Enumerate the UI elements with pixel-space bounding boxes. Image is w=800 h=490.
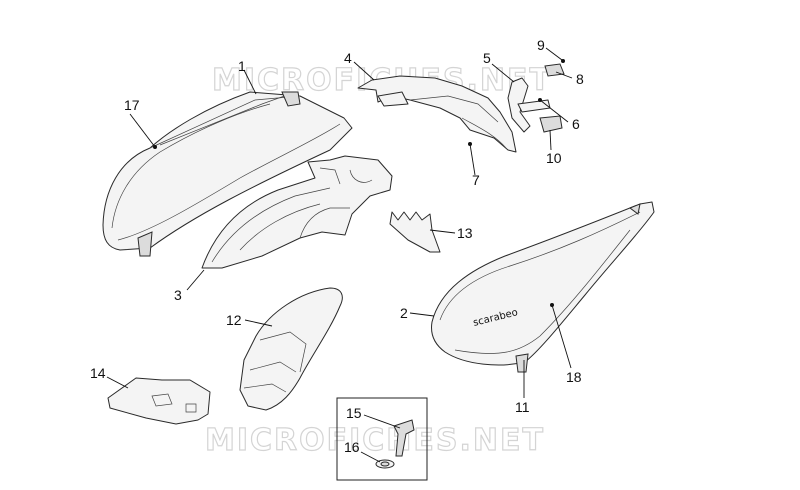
inset-box [336,397,428,481]
callout-2: 2 [400,305,408,321]
leader-lines [106,47,573,463]
callout-1: 1 [238,58,246,74]
callout-5: 5 [483,50,491,66]
right-side-cover: scarabeo [431,201,655,373]
gasket-mat [107,377,211,425]
callout-11: 11 [515,399,530,415]
callout-6: 6 [572,116,580,132]
underseat-inner-panel [201,155,393,269]
callout-16: 16 [344,439,360,455]
callout-12: 12 [226,312,242,328]
callout-18: 18 [566,369,582,385]
callout-9: 9 [537,37,545,53]
callout-3: 3 [174,287,182,303]
callout-10: 10 [546,150,562,166]
rear-tail-piece [357,75,517,153]
callout-15: 15 [346,405,362,421]
callout-13: 13 [457,225,473,241]
small-bracket [389,211,441,253]
callout-14: 14 [90,365,106,381]
left-side-cover [102,91,353,257]
callout-numbers: 1 2 3 4 5 6 7 8 9 10 11 12 13 14 15 16 1… [90,37,584,455]
rear-mudguard [239,287,343,411]
callout-7: 7 [472,172,480,188]
watermark-bottom: MICROFICHES.NET [205,423,545,458]
callout-8: 8 [576,71,584,87]
callout-17: 17 [124,97,140,113]
callout-4: 4 [344,50,352,66]
bracket-assembly [507,63,565,133]
